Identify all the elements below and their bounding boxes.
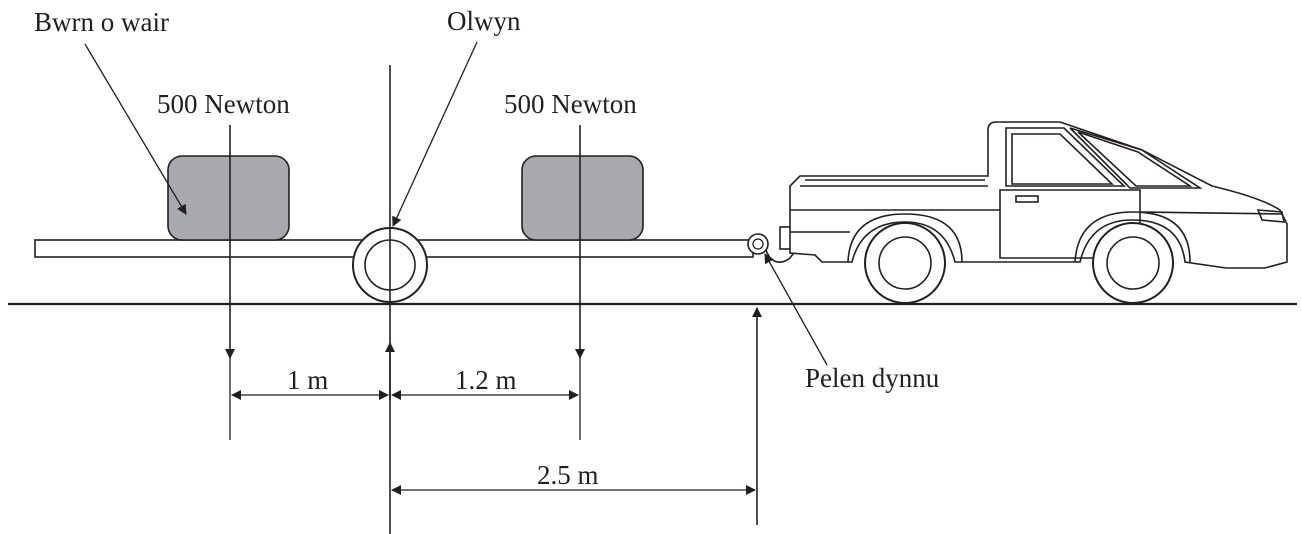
bale-leader-line xyxy=(84,43,187,215)
truck-rear-wheel xyxy=(864,222,946,304)
distance-2-5m-label: 2.5 m xyxy=(537,460,599,490)
towball-label: Pelen dynnu xyxy=(805,363,940,393)
bale-label: Bwrn o wair xyxy=(34,7,169,37)
towball-leader-line xyxy=(764,253,828,366)
wheel-label: Olwyn xyxy=(447,6,521,36)
distance-1m-label: 1 m xyxy=(287,365,328,395)
distance-1-2m-label: 1.2 m xyxy=(455,365,517,395)
wheel-leader-line xyxy=(392,41,478,227)
hay-bale-left xyxy=(167,155,290,241)
pickup-truck xyxy=(779,121,1288,269)
force-left-label: 500 Newton xyxy=(157,89,290,119)
force-right-label: 500 Newton xyxy=(504,89,637,119)
truck-front-wheel xyxy=(1092,222,1174,304)
hay-bale-right xyxy=(521,155,644,241)
